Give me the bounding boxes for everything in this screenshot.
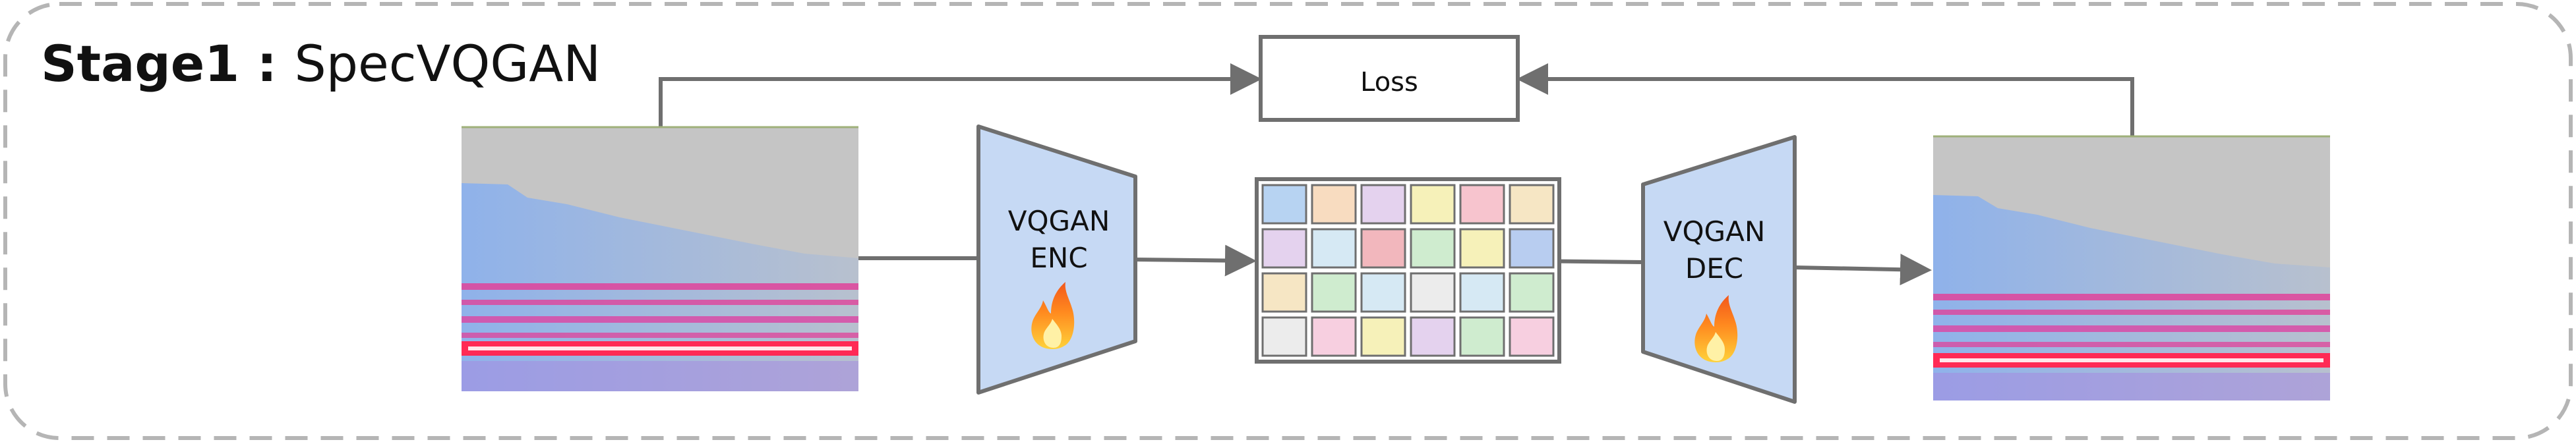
codebook-cell [1360,184,1406,225]
codebook-cell [1261,228,1307,269]
codebook-cell [1509,228,1555,269]
decoder-to-output-arrow [1794,254,1932,286]
encoder-to-codebook-arrow [1135,244,1257,277]
output-to-loss-arrow [1516,63,2134,136]
codebook-cell [1410,184,1456,225]
codebook-cell [1509,184,1555,225]
codebook-cell [1459,228,1505,269]
stage-title: Stage1 : SpecVQGAN [41,34,601,93]
loss-label: Loss [1360,67,1418,97]
codebook-cell [1509,316,1555,357]
input-to-loss-arrow [659,63,1262,126]
codebook-cell [1410,316,1456,357]
encoder-label-line1: VQGAN [1008,205,1110,237]
codebook-cell [1459,316,1505,357]
codebook-cell [1311,272,1357,313]
vqgan-encoder-block: VQGAN ENC [976,124,1137,395]
codebook-cell [1360,228,1406,269]
codebook-cell [1261,316,1307,357]
output-spectrogram [1933,135,2330,401]
codebook-cell [1261,184,1307,225]
vqgan-decoder-block: VQGAN DEC [1641,135,1797,404]
model-name: SpecVQGAN [294,34,601,93]
encoder-label-line2: ENC [1030,242,1087,274]
codebook-cell [1360,316,1406,357]
codebook-cell [1360,272,1406,313]
codebook-cell [1261,272,1307,313]
decoder-label-line1: VQGAN [1663,215,1766,248]
codebook-cell [1459,184,1505,225]
stage-label: Stage1 [41,34,240,93]
decoder-label-line2: DEC [1685,252,1743,285]
codebook-cell [1509,272,1555,313]
codebook-cell [1459,272,1505,313]
input-spectrogram [462,126,858,391]
codebook-grid [1255,177,1561,364]
stage-border [3,2,2573,440]
codebook-cell [1311,228,1357,269]
stage-separator: : [239,34,295,93]
codebook-cell [1410,228,1456,269]
codebook-cell [1311,184,1357,225]
codebook-cell [1311,316,1357,357]
codebook-cell [1410,272,1456,313]
